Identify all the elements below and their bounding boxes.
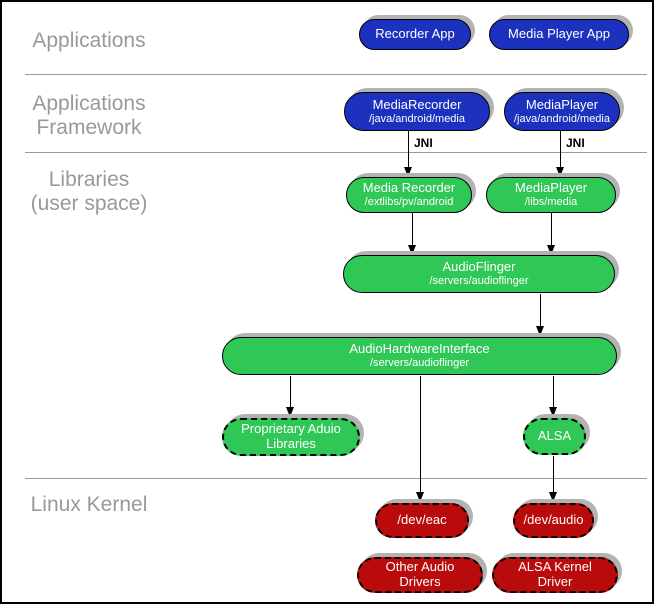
node-title: Other Audio Drivers [385,559,455,589]
node-dev-audio: /dev/audio [513,503,594,538]
jni-label-right: JNI [566,136,585,150]
node-dev-eac: /dev/eac [375,503,469,538]
node-mediaplayer-lib: MediaPlayer /libs/media [486,177,616,213]
divider-applications-framework [25,74,647,75]
node-media-recorder-lib: Media Recorder /extlibs/pv/android [346,177,472,213]
arrowhead-icon [536,326,544,336]
arrow-mediaplayer-jni-line [560,131,561,167]
arrow-recorderlib-to-audioflinger [412,213,413,246]
section-label-applications-framework: Applications Framework [32,92,146,139]
divider-libraries-kernel [25,478,647,479]
arrow-hwinterface-to-alsa [553,376,554,408]
node-alsa: ALSA [523,418,586,455]
node-path: /extlibs/pv/android [364,196,454,209]
node-mediaplayer-framework: MediaPlayer /java/android/media [504,92,620,131]
node-path: /servers/audioflinger [369,357,470,370]
node-title: /dev/eac [397,512,447,528]
arrowhead-icon [286,407,294,417]
arrow-hwinterface-to-proprietary [290,376,291,408]
node-path: /libs/media [524,196,578,209]
node-title: Recorder App [375,26,455,42]
arrowhead-icon [549,492,557,502]
jni-label-left: JNI [414,136,433,150]
node-path: /servers/audioflinger [429,275,529,288]
node-title: MediaPlayer [514,180,588,196]
node-title: Proprietary Aduio Libraries [241,421,341,451]
node-title: ALSA Kernel Driver [518,559,592,589]
section-label-applications: Applications [32,29,146,52]
arrow-playerlib-to-audioflinger [551,213,552,246]
node-title: MediaPlayer [525,96,599,112]
node-mediarecorder-framework: MediaRecorder /java/android/media [344,92,490,131]
arrow-alsa-to-dev-audio [553,456,554,493]
arrowhead-icon [404,167,412,177]
node-audioflinger: AudioFlinger /servers/audioflinger [343,255,615,293]
arrowhead-icon [408,245,416,255]
node-title: Media Player App [508,26,610,42]
section-label-linux-kernel: Linux Kernel [30,493,148,516]
arrowhead-icon [549,407,557,417]
node-title: /dev/audio [523,512,584,528]
section-label-libraries: Libraries (user space) [30,168,148,215]
node-media-player-app: Media Player App [489,19,629,50]
node-path: /java/android/media [368,112,465,125]
node-title: AudioFlinger [442,259,516,275]
node-other-audio-drivers: Other Audio Drivers [357,557,483,593]
node-alsa-kernel-driver: ALSA Kernel Driver [492,557,618,593]
node-title: Media Recorder [362,180,456,196]
arrowhead-icon [556,167,564,177]
divider-framework-libraries [25,152,647,153]
node-title: AudioHardwareInterface [349,341,490,357]
node-title: ALSA [537,428,572,444]
arrow-hwinterface-to-dev-eac [420,376,421,493]
node-path: /java/android/media [513,112,610,125]
node-title: MediaRecorder [372,96,462,112]
node-audio-hardware-interface: AudioHardwareInterface /servers/audiofli… [222,337,617,375]
arrowhead-icon [547,245,555,255]
arrow-audioflinger-to-hwinterface [540,294,541,327]
node-proprietary-audio-libraries: Proprietary Aduio Libraries [222,418,360,456]
node-recorder-app: Recorder App [359,19,471,50]
arrow-mediarecorder-jni-line [408,131,409,167]
arrowhead-icon [416,492,424,502]
